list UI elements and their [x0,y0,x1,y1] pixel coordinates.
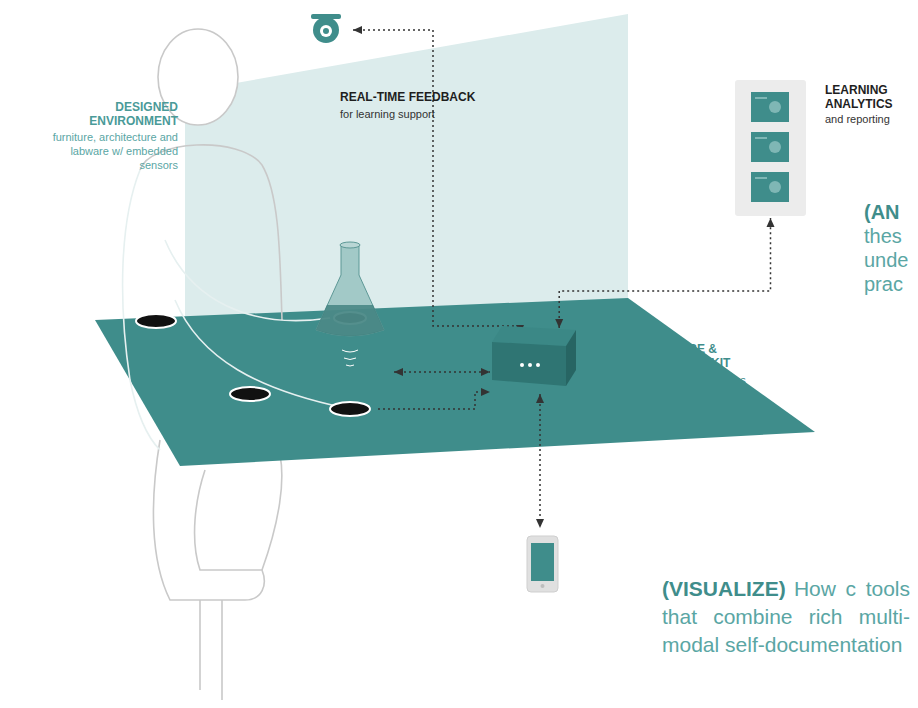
cut-body: thes unde prac [864,224,912,296]
node-outline [492,324,576,388]
panel-frame [735,80,806,216]
person-upper [123,29,345,450]
node-outline [735,80,806,216]
screen-line [755,97,767,99]
camera-icon [311,14,341,43]
feedback-heading: REAL-TIME FEEDBACK [340,90,490,104]
box-front [492,342,566,386]
kit-heading: SOFTWARE & HARDWARE KIT [637,342,757,370]
hardware-kit-box: SOFTWARE & HARDWARE KITw/ integrated ana… [492,324,576,388]
led [536,363,540,367]
leader-lines [353,30,540,528]
screen [751,92,789,122]
screen-chart [769,181,781,193]
screen-chart [769,101,781,113]
kit-subtitle: w/ integrated analytics [637,374,787,387]
visualize-heading: (VISUALIZE) [662,577,786,600]
dotted-connector [559,218,770,328]
screen-chart [769,141,781,153]
visualize-note: (VISUALIZE) How c tools that combine ric… [662,576,910,660]
back-wall [185,14,628,318]
box-side [566,330,576,386]
section-body: furniture, architecture and labware w/ e… [30,130,178,172]
table-top [95,298,815,466]
person-lower [153,440,281,700]
led [528,363,532,367]
screen-line [755,137,767,139]
cut-heading: (AN [864,200,914,224]
analytics-panel: LEARNING ANALYTICSand reporting [735,80,806,216]
screen [751,172,789,202]
flask [316,242,384,366]
panel-subtitle: and reporting [825,113,918,126]
feedback-subtitle: for learning support [340,108,490,121]
section-heading: DESIGNED ENVIRONMENT [30,100,178,128]
screen-line [755,177,767,179]
panel-heading: LEARNING ANALYTICS [825,83,918,111]
led [520,363,524,367]
phone-icon [527,536,558,592]
screen [751,132,789,162]
